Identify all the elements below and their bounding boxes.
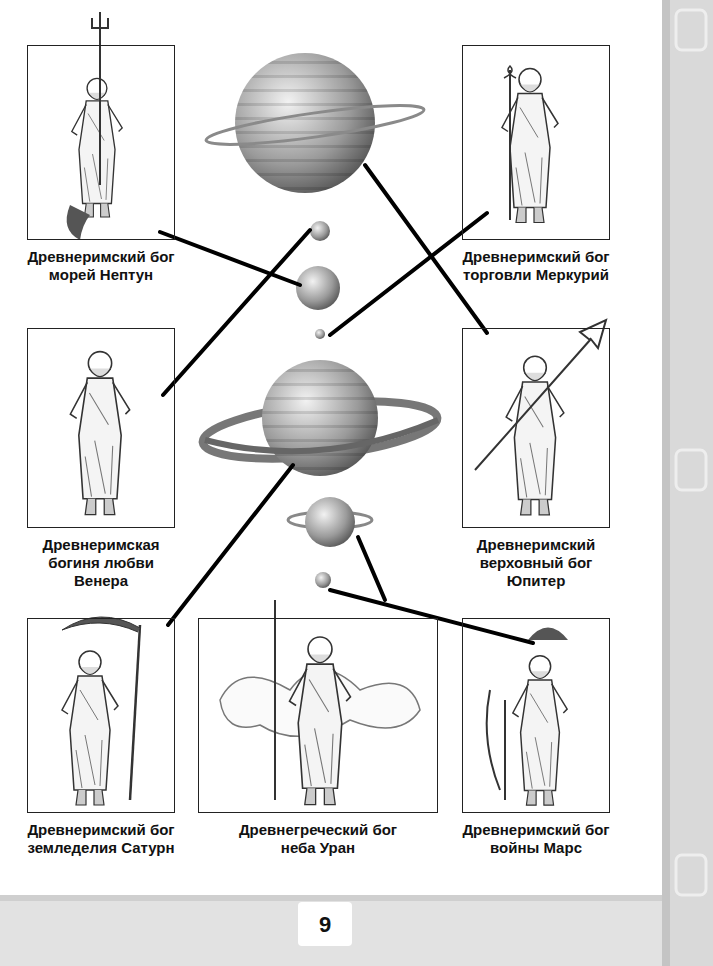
caption: Древнеримский верховный бог Юпитер [456, 536, 616, 590]
page-number-ground [298, 902, 352, 946]
panel-decoration [676, 10, 706, 895]
page-number: 9 [300, 912, 350, 938]
god-card: Древнеримская богиня любви Венера [27, 328, 175, 590]
match-lines [160, 165, 533, 643]
god-card: Древнеримский бог земледелия Сатурн [27, 618, 175, 857]
caption: Древнеримский бог войны Марс [456, 821, 616, 857]
god-card: Древнеримский бог торговли Меркурий [462, 45, 610, 284]
caption: Древнеримский бог торговли Меркурий [456, 248, 616, 284]
planets [200, 53, 440, 588]
picture-frame [27, 618, 175, 813]
caption: Древнеримская богиня любви Венера [21, 536, 181, 590]
picture-frame [462, 45, 610, 240]
god-card: Древнегреческий бог неба Уран [198, 618, 438, 857]
god-card: Древнеримский верховный бог Юпитер [462, 328, 610, 590]
picture-frame [198, 618, 438, 813]
god-card: Древнеримский бог войны Марс [462, 618, 610, 857]
caption: Древнеримский бог морей Нептун [21, 248, 181, 284]
caption: Древнегреческий бог неба Уран [233, 821, 403, 857]
god-card: Древнеримский бог морей Нептун [27, 45, 175, 284]
bottom-band [0, 895, 662, 966]
picture-frame [27, 328, 175, 528]
picture-frame [462, 328, 610, 528]
bottom-band-edge [0, 895, 662, 901]
picture-frame [462, 618, 610, 813]
god-figures [62, 12, 606, 805]
picture-frame [27, 45, 175, 240]
side-panel [662, 0, 713, 966]
caption: Древнеримский бог земледелия Сатурн [21, 821, 181, 857]
side-panel-edge [662, 0, 670, 966]
